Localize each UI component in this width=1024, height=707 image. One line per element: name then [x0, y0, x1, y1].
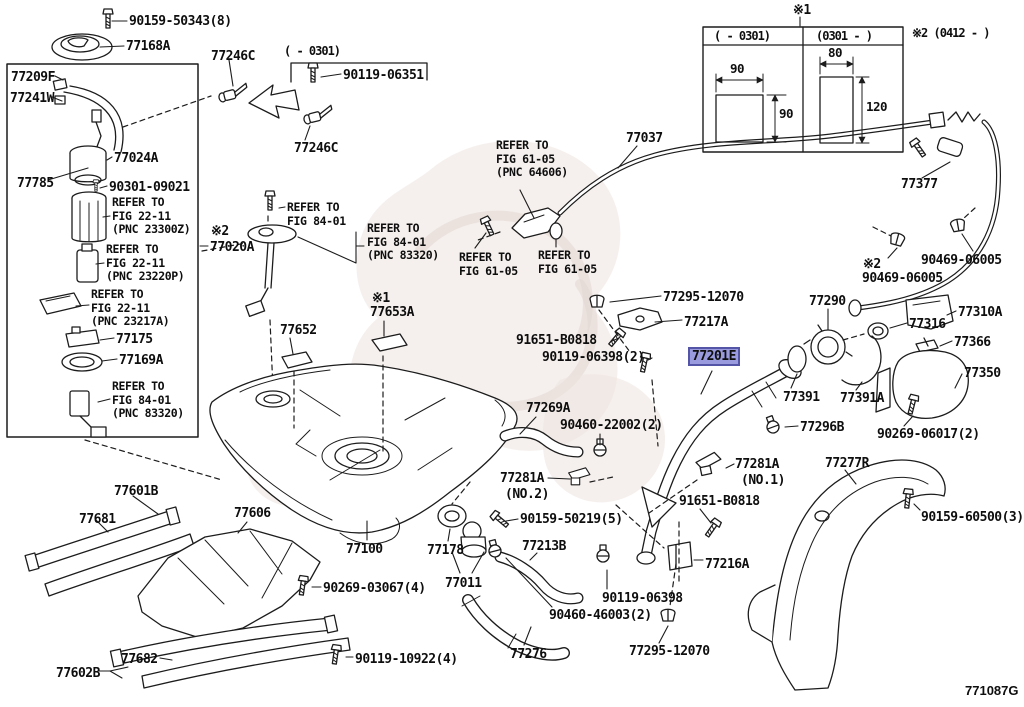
label-77269A[interactable]: 77269A	[526, 401, 570, 416]
label-77785[interactable]: 77785	[17, 176, 54, 191]
label-90119-06351[interactable]: 90119-06351	[343, 68, 424, 83]
vapor-valve-group	[474, 189, 563, 249]
label-mark1-77653A[interactable]: ※1	[372, 291, 390, 306]
label-note-23217A: REFER TO FIG 22-11 (PNC 23217A)	[91, 287, 170, 328]
label-note-83320-mid: REFER TO FIG 84-01 (PNC 83320)	[367, 221, 439, 262]
label-mark2-0412: ※2 (0412 - )	[912, 26, 991, 40]
label-90269-06017[interactable]: 90269-06017(2)	[877, 427, 980, 442]
label-th-left: ( - 0301)	[714, 29, 771, 43]
fuel-tank-drawing	[84, 320, 518, 545]
fuel-sender-group	[199, 190, 365, 391]
breather-tube-group	[557, 111, 1001, 317]
label-77681[interactable]: 77681	[79, 512, 116, 527]
label-91651-B0818-t[interactable]: 91651-B0818	[516, 333, 597, 348]
label-note-23300Z: REFER TO FIG 22-11 (PNC 23300Z)	[112, 195, 191, 236]
label-77652[interactable]: 77652	[280, 323, 317, 338]
label-77246C-1[interactable]: 77246C	[211, 49, 255, 64]
label-77168A[interactable]: 77168A	[126, 39, 170, 54]
label-77350[interactable]: 77350	[964, 366, 1001, 381]
label-77213B[interactable]: 77213B	[522, 539, 566, 554]
label-77175[interactable]: 77175	[116, 332, 153, 347]
label-90460-22002[interactable]: 90460-22002(2)	[560, 418, 663, 433]
check-valve-group	[122, 59, 428, 141]
label-note-8401-top: REFER TO FIG 84-01	[287, 200, 346, 228]
label-77601B[interactable]: 77601B	[114, 484, 158, 499]
label-77281A-no1-sub[interactable]: (NO.1)	[741, 473, 785, 488]
label-77277R[interactable]: 77277R	[825, 456, 869, 471]
label-77201E[interactable]: 77201E	[690, 349, 738, 364]
label-77037[interactable]: 77037	[626, 131, 663, 146]
label-77281A-no2-sub[interactable]: (NO.2)	[505, 487, 549, 502]
label-77290[interactable]: 77290	[809, 294, 846, 309]
label-90469-06005-l[interactable]: 90469-06005	[862, 271, 943, 286]
pump-module-box	[6, 8, 199, 438]
label-90301-09021[interactable]: 90301-09021	[109, 180, 190, 195]
label-77276[interactable]: 77276	[510, 647, 547, 662]
label-77100[interactable]: 77100	[346, 542, 383, 557]
label-77296B[interactable]: 77296B	[800, 420, 844, 435]
label-77366[interactable]: 77366	[954, 335, 991, 350]
label-77209F[interactable]: 77209F	[11, 70, 55, 85]
label-90159-50219[interactable]: 90159-50219(5)	[520, 512, 623, 527]
label-77011[interactable]: 77011	[445, 576, 482, 591]
label-th-right: (0301 - )	[816, 29, 873, 43]
label-77281A-no2[interactable]: 77281A	[500, 471, 544, 486]
filler-pipe-group	[547, 294, 802, 644]
label-77246C-2[interactable]: 77246C	[294, 141, 338, 156]
label-note-23220P: REFER TO FIG 22-11 (PNC 23220P)	[106, 242, 185, 283]
label-77653A[interactable]: 77653A	[370, 305, 414, 320]
label-note-64606: REFER TO FIG 61-05 (PNC 64606)	[496, 138, 568, 179]
label-mark2-77020A[interactable]: ※2	[211, 224, 229, 239]
label-77391[interactable]: 77391	[783, 390, 820, 405]
label-90469-06005-r[interactable]: 90469-06005	[921, 253, 1002, 268]
label-77682[interactable]: 77682	[121, 652, 158, 667]
dimension-table	[702, 16, 904, 153]
label-drawing-code: 771087G	[965, 683, 1019, 698]
label-mark2-90469[interactable]: ※2	[863, 257, 881, 272]
label-77377[interactable]: 77377	[901, 177, 938, 192]
label-90159-50343[interactable]: 90159-50343(8)	[129, 14, 232, 29]
label-77602B[interactable]: 77602B	[56, 666, 100, 681]
label-77281A-no1[interactable]: 77281A	[735, 457, 779, 472]
label-dim-90-w: 90	[730, 61, 745, 76]
label-77024A[interactable]: 77024A	[114, 151, 158, 166]
label-77241W[interactable]: 77241W	[10, 91, 54, 106]
protector-group	[747, 459, 946, 691]
label-77316[interactable]: 77316	[909, 317, 946, 332]
label-77606[interactable]: 77606	[234, 506, 271, 521]
label-77295-12070-b[interactable]: 77295-12070	[629, 644, 710, 659]
strap-shield-group	[24, 495, 354, 689]
label-note-83320-box: REFER TO FIG 84-01 (PNC 83320)	[112, 379, 184, 420]
label-90119-06398-b[interactable]: 90119-06398	[602, 591, 683, 606]
label-77295-12070-t[interactable]: 77295-12070	[663, 290, 744, 305]
label-91651-B0818-b[interactable]: 91651-B0818	[679, 494, 760, 509]
label-bracket-0301: ( - 0301)	[284, 44, 341, 58]
label-90460-46003[interactable]: 90460-46003(2)	[549, 608, 652, 623]
label-90159-60500[interactable]: 90159-60500(3)	[921, 510, 1024, 525]
label-dim-80: 80	[828, 45, 843, 60]
fuel-cap-lid-group	[762, 294, 969, 436]
label-90119-06398-2[interactable]: 90119-06398(2)	[542, 350, 645, 365]
label-77169A[interactable]: 77169A	[119, 353, 163, 368]
label-mark1-table[interactable]: ※1	[793, 3, 811, 18]
label-77310A[interactable]: 77310A	[958, 305, 1002, 320]
label-77391A[interactable]: 77391A	[840, 391, 884, 406]
label-90119-10922[interactable]: 90119-10922(4)	[355, 652, 458, 667]
label-note-6105-l: REFER TO FIG 61-05	[459, 250, 518, 278]
label-dim-90-h: 90	[779, 106, 794, 121]
label-77217A[interactable]: 77217A	[684, 315, 728, 330]
hose-group	[437, 416, 607, 661]
label-77216A[interactable]: 77216A	[705, 557, 749, 572]
label-77178[interactable]: 77178	[427, 543, 464, 558]
label-77020A[interactable]: 77020A	[210, 240, 254, 255]
label-note-6105-r: REFER TO FIG 61-05	[538, 248, 597, 276]
label-dim-120: 120	[866, 99, 888, 114]
label-90269-03067[interactable]: 90269-03067(4)	[323, 581, 426, 596]
